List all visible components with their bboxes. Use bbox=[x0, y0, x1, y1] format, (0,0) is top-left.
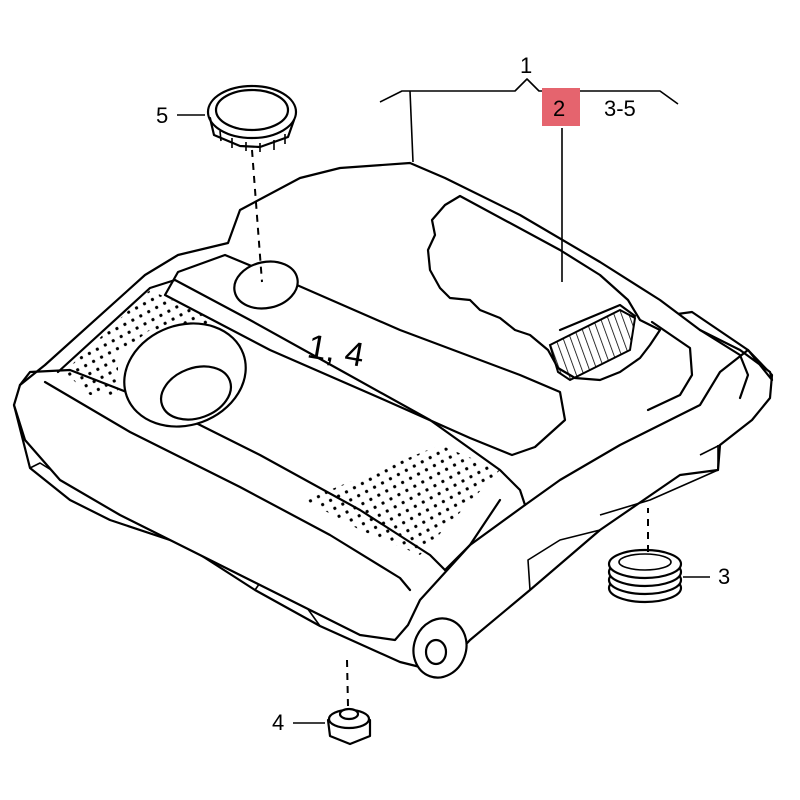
front-mount-bore bbox=[424, 638, 448, 666]
callout-3-label: 3 bbox=[718, 564, 730, 589]
dotted-texture-left bbox=[64, 290, 215, 395]
callout-1-bracket bbox=[379, 78, 679, 163]
callout-3-5-label: 3-5 bbox=[604, 96, 636, 121]
dotted-texture-right bbox=[305, 445, 500, 555]
spring-part-3 bbox=[607, 508, 710, 604]
callout-2-label: 2 bbox=[553, 96, 565, 121]
callout-1-label: 1 bbox=[520, 53, 532, 78]
callout-2-highlight bbox=[542, 88, 580, 126]
cap-mount-hole bbox=[233, 260, 299, 310]
insulation-pad bbox=[548, 308, 637, 382]
engine-cover: 1, 4 bbox=[12, 161, 774, 679]
callout-4-label: 4 bbox=[272, 710, 284, 735]
oil-filler-hole bbox=[160, 365, 232, 421]
grommet-part-4 bbox=[293, 659, 372, 746]
callout-5-label: 5 bbox=[156, 103, 168, 128]
cap-part-5 bbox=[177, 84, 298, 283]
